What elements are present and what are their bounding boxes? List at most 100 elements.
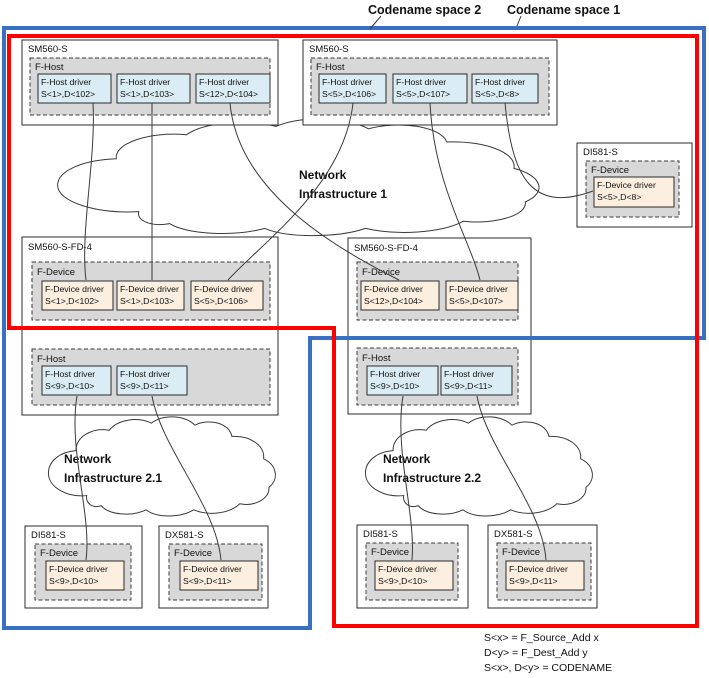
driver-name: F-Device driver (183, 564, 242, 574)
driver-name: F-Device driver (45, 284, 104, 294)
device-box-dx581s-bottom-left: DX581-S F-Device F-Device driver S<9>,D<… (158, 525, 269, 609)
legend: S<x> = F_Source_Add x D<y> = F_Dest_Add … (484, 632, 612, 674)
f-host-section-label: F-Host (37, 354, 66, 365)
f-host-section-label: F-Host (35, 62, 64, 73)
driver-name: F-Host driver (444, 369, 494, 379)
driver-box (179, 560, 259, 591)
device-box-title: DX581-S (165, 530, 204, 541)
driver-name: F-Host driver (322, 77, 372, 87)
f-device-driver-box: F-Device driver S<5>,D<106> (190, 280, 264, 311)
device-box-title: DI581-S (363, 529, 398, 540)
driver-name: F-Device driver (120, 284, 179, 294)
device-box-sm560s-fd4-right: SM560-S-FD-4 F-Device F-Device driver S<… (347, 237, 532, 415)
driver-name: F-Host driver (475, 77, 525, 87)
driver-name: F-Device driver (364, 284, 423, 294)
driver-box (360, 280, 440, 311)
codename-space-2-border (7, 34, 699, 628)
driver-name: F-Host driver (45, 369, 95, 379)
cloud-network-infrastructure-2-2: Network Infrastructure 2.2 (365, 417, 592, 516)
device-box-title: SM560-S (309, 44, 349, 55)
driver-name: F-Host driver (120, 77, 170, 87)
driver-code: S<9>,D<11> (509, 576, 558, 586)
driver-box (41, 280, 114, 311)
driver-code: S<1>,D<103> (120, 296, 174, 306)
f-host-driver-box: F-Host driver S<5>,D<106> (318, 73, 387, 104)
legend-line-1: S<x> = F_Source_Add x (484, 632, 599, 644)
connection-line-sm2d2-fd4r-d2 (429, 102, 481, 281)
driver-code: S<12>,D<104> (199, 89, 258, 99)
f-device-section-label: F-Device (37, 267, 75, 278)
driver-box (505, 560, 585, 591)
device-box-title: SM560-S-FD-4 (28, 242, 92, 253)
connection-line-fd4l-h1-di581bl (74, 395, 88, 561)
driver-name: F-Device driver (194, 284, 253, 294)
connection-line-fd4r-h1-di581br (400, 395, 413, 561)
driver-name: F-Host driver (120, 369, 170, 379)
cloud-1-label-line1: Network (299, 168, 347, 182)
cloud-network-infrastructure-1: Network Infrastructure 1 (58, 119, 539, 236)
codename-space-1-label: Codename space 1 (507, 3, 620, 17)
connection-line-sm2d3-di581r (504, 102, 594, 199)
device-box-sm560s-middle: SM560-S F-Host F-Host driver S<5>,D<106>… (302, 39, 558, 126)
legend-line-2: D<y> = F_Dest_Add y (484, 647, 588, 659)
driver-code: S<5>,D<107> (396, 89, 450, 99)
driver-code: S<5>,D<8> (475, 89, 519, 99)
driver-name: F-Host driver (396, 77, 446, 87)
f-device-section-label: F-Device (40, 548, 78, 559)
f-host-driver-box: F-Host driver S<5>,D<107> (392, 73, 468, 104)
connection-line-fd4l-h2-dx581bl (151, 395, 222, 561)
driver-code: S<5>,D<107> (449, 296, 503, 306)
driver-code: S<9>,D<10> (370, 381, 419, 391)
driver-code: S<9>,D<11> (183, 576, 232, 586)
driver-name: F-Device driver (509, 564, 568, 574)
f-host-driver-box: F-Host driver S<5>,D<8> (471, 73, 539, 104)
cloud-network-infrastructure-2-1: Network Infrastructure 2.1 (48, 417, 275, 516)
driver-box (116, 280, 185, 311)
f-host-driver-box: F-Host driver S<1>,D<102> (37, 73, 112, 104)
cloud-21-label-line2: Infrastructure 2.1 (64, 471, 162, 485)
driver-code: S<9>,D<10> (378, 576, 427, 586)
f-host-driver-box: F-Host driver S<1>,D<103> (116, 73, 191, 104)
device-box-sm560s-left: SM560-S F-Host F-Host driver S<1>,D<102>… (21, 39, 279, 126)
driver-name: F-Device driver (597, 180, 656, 190)
cloud-21-label-line1: Network (64, 452, 112, 466)
driver-box (374, 560, 454, 591)
driver-box (195, 73, 271, 104)
codename-space-1-border (2, 26, 706, 630)
device-box-title: DX581-S (494, 529, 533, 540)
driver-code: S<1>,D<102> (41, 89, 95, 99)
f-device-driver-box: F-Device driver S<5>,D<107> (445, 280, 519, 311)
driver-box (593, 176, 675, 208)
f-host-driver-box: F-Host driver S<9>,D<10> (41, 365, 112, 396)
driver-box (445, 280, 519, 311)
codename-space-labels: Codename space 2 Codename space 1 (368, 3, 620, 30)
cloud-1-label-line2: Infrastructure 1 (299, 187, 387, 201)
driver-box (45, 560, 125, 591)
driver-box (392, 73, 468, 104)
connection-line-sm1d1-fd4l-d1 (84, 102, 94, 281)
device-box-di581s-right: DI581-S F-Device F-Device driver S<5>,D<… (576, 142, 693, 228)
driver-code: S<1>,D<102> (45, 296, 99, 306)
driver-code: S<9>,D<11> (120, 381, 169, 391)
driver-name: F-Host driver (199, 77, 249, 87)
f-host-section-label: F-Host (362, 353, 391, 364)
driver-code: S<12>,D<104> (364, 296, 423, 306)
f-device-driver-box: F-Device driver S<9>,D<11> (505, 560, 585, 591)
f-host-driver-box: F-Host driver S<9>,D<11> (440, 365, 513, 396)
cloud-shape (48, 417, 275, 516)
f-host-driver-box: F-Host driver S<9>,D<11> (116, 365, 188, 396)
connection-lines (74, 102, 594, 561)
f-device-driver-box: F-Device driver S<1>,D<102> (41, 280, 114, 311)
cloud-shape (58, 119, 539, 236)
f-device-driver-box: F-Device driver S<5>,D<8> (593, 176, 675, 208)
driver-name: F-Device driver (449, 284, 508, 294)
label-leader-line-blue (516, 15, 522, 27)
driver-box (366, 365, 439, 396)
driver-box (116, 365, 188, 396)
f-device-section-label: F-Device (502, 547, 540, 558)
legend-line-3: S<x>, D<y> = CODENAME (484, 662, 612, 674)
device-box-title: DI581-S (31, 530, 66, 541)
driver-code: S<9>,D<11> (444, 381, 493, 391)
codename-space-2-label: Codename space 2 (368, 3, 481, 17)
